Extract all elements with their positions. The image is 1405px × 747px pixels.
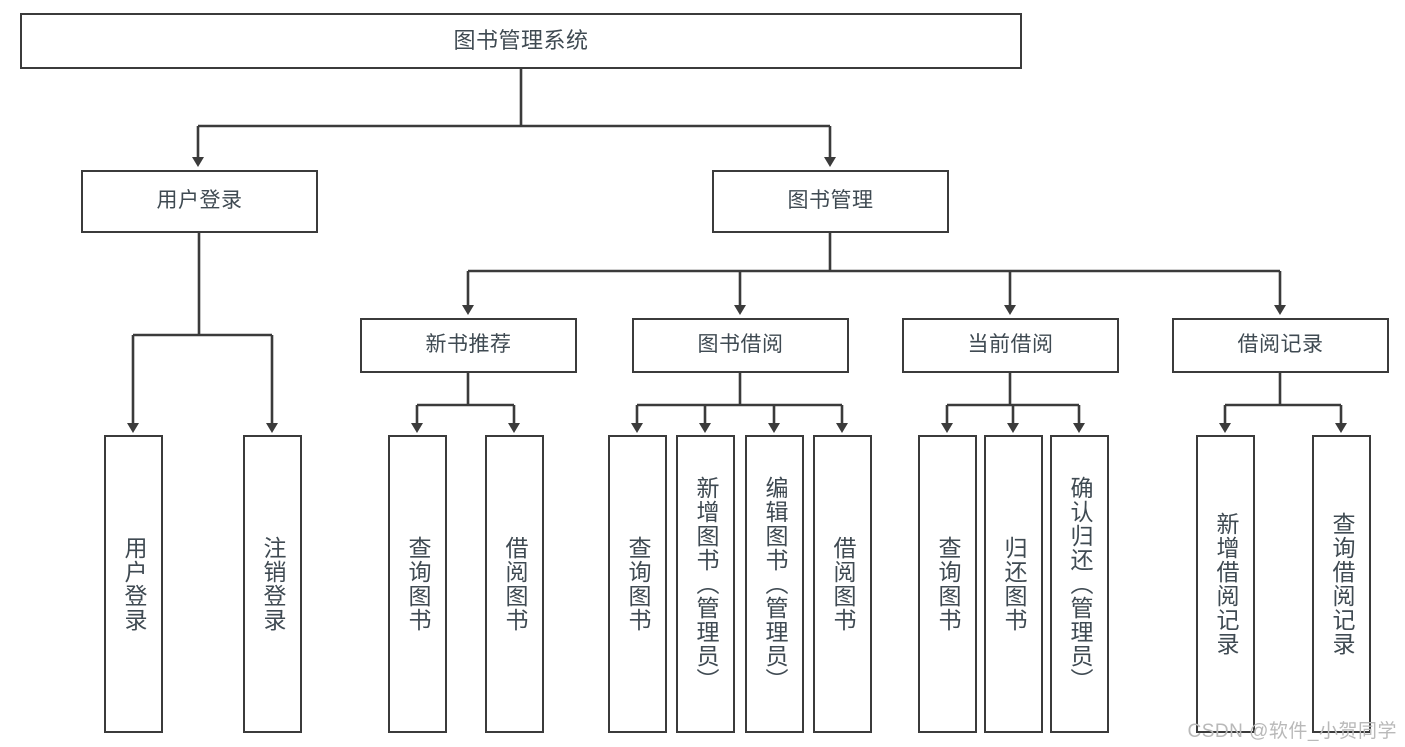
node-label: 用户登录	[156, 189, 243, 213]
leaf-borrow-book-newbook[interactable]: 借阅图书	[485, 435, 544, 733]
leaf-query-book-borrow[interactable]: 查询图书	[608, 435, 667, 733]
node-label: 新书推荐	[425, 333, 512, 357]
node-label: 查询图书	[625, 536, 651, 632]
node-borrow-record[interactable]: 借阅记录	[1172, 318, 1389, 373]
leaf-add-borrow-record[interactable]: 新增借阅记录	[1196, 435, 1255, 733]
node-root-system[interactable]: 图书管理系统	[20, 13, 1022, 69]
node-label: 查询借阅记录	[1329, 512, 1355, 656]
node-label: 新增借阅记录	[1213, 512, 1239, 656]
watermark: CSDN @软件_小贺同学	[1187, 721, 1397, 742]
node-label: 注销登录	[260, 536, 286, 632]
node-label: 当前借阅	[967, 333, 1054, 357]
leaf-return-book[interactable]: 归还图书	[984, 435, 1043, 733]
node-label: 借阅图书	[830, 536, 856, 632]
node-label: 用户登录	[121, 536, 147, 632]
leaf-user-login[interactable]: 用户登录	[104, 435, 163, 733]
node-current-borrow[interactable]: 当前借阅	[902, 318, 1119, 373]
node-new-book-recommend[interactable]: 新书推荐	[360, 318, 577, 373]
node-book-management[interactable]: 图书管理	[712, 170, 949, 233]
node-label: 图书管理	[787, 189, 874, 213]
leaf-query-borrow-record[interactable]: 查询借阅记录	[1312, 435, 1371, 733]
node-label: 图书管理系统	[453, 28, 589, 54]
node-book-borrow[interactable]: 图书借阅	[632, 318, 849, 373]
node-label: 新增图书（管理员）	[693, 476, 719, 692]
node-label: 借阅图书	[502, 536, 528, 632]
node-label: 编辑图书（管理员）	[762, 476, 788, 692]
node-label: 借阅记录	[1237, 333, 1324, 357]
node-label: 查询图书	[405, 536, 431, 632]
node-user-login[interactable]: 用户登录	[81, 170, 318, 233]
leaf-query-book-current[interactable]: 查询图书	[918, 435, 977, 733]
node-label: 归还图书	[1001, 536, 1027, 632]
leaf-logout[interactable]: 注销登录	[243, 435, 302, 733]
leaf-edit-book-admin[interactable]: 编辑图书（管理员）	[745, 435, 804, 733]
node-label: 图书借阅	[697, 333, 784, 357]
leaf-borrow-book[interactable]: 借阅图书	[813, 435, 872, 733]
leaf-confirm-return-admin[interactable]: 确认归还（管理员）	[1050, 435, 1109, 733]
leaf-query-book-newbook[interactable]: 查询图书	[388, 435, 447, 733]
node-label: 确认归还（管理员）	[1067, 476, 1093, 692]
leaf-add-book-admin[interactable]: 新增图书（管理员）	[676, 435, 735, 733]
node-label: 查询图书	[935, 536, 961, 632]
